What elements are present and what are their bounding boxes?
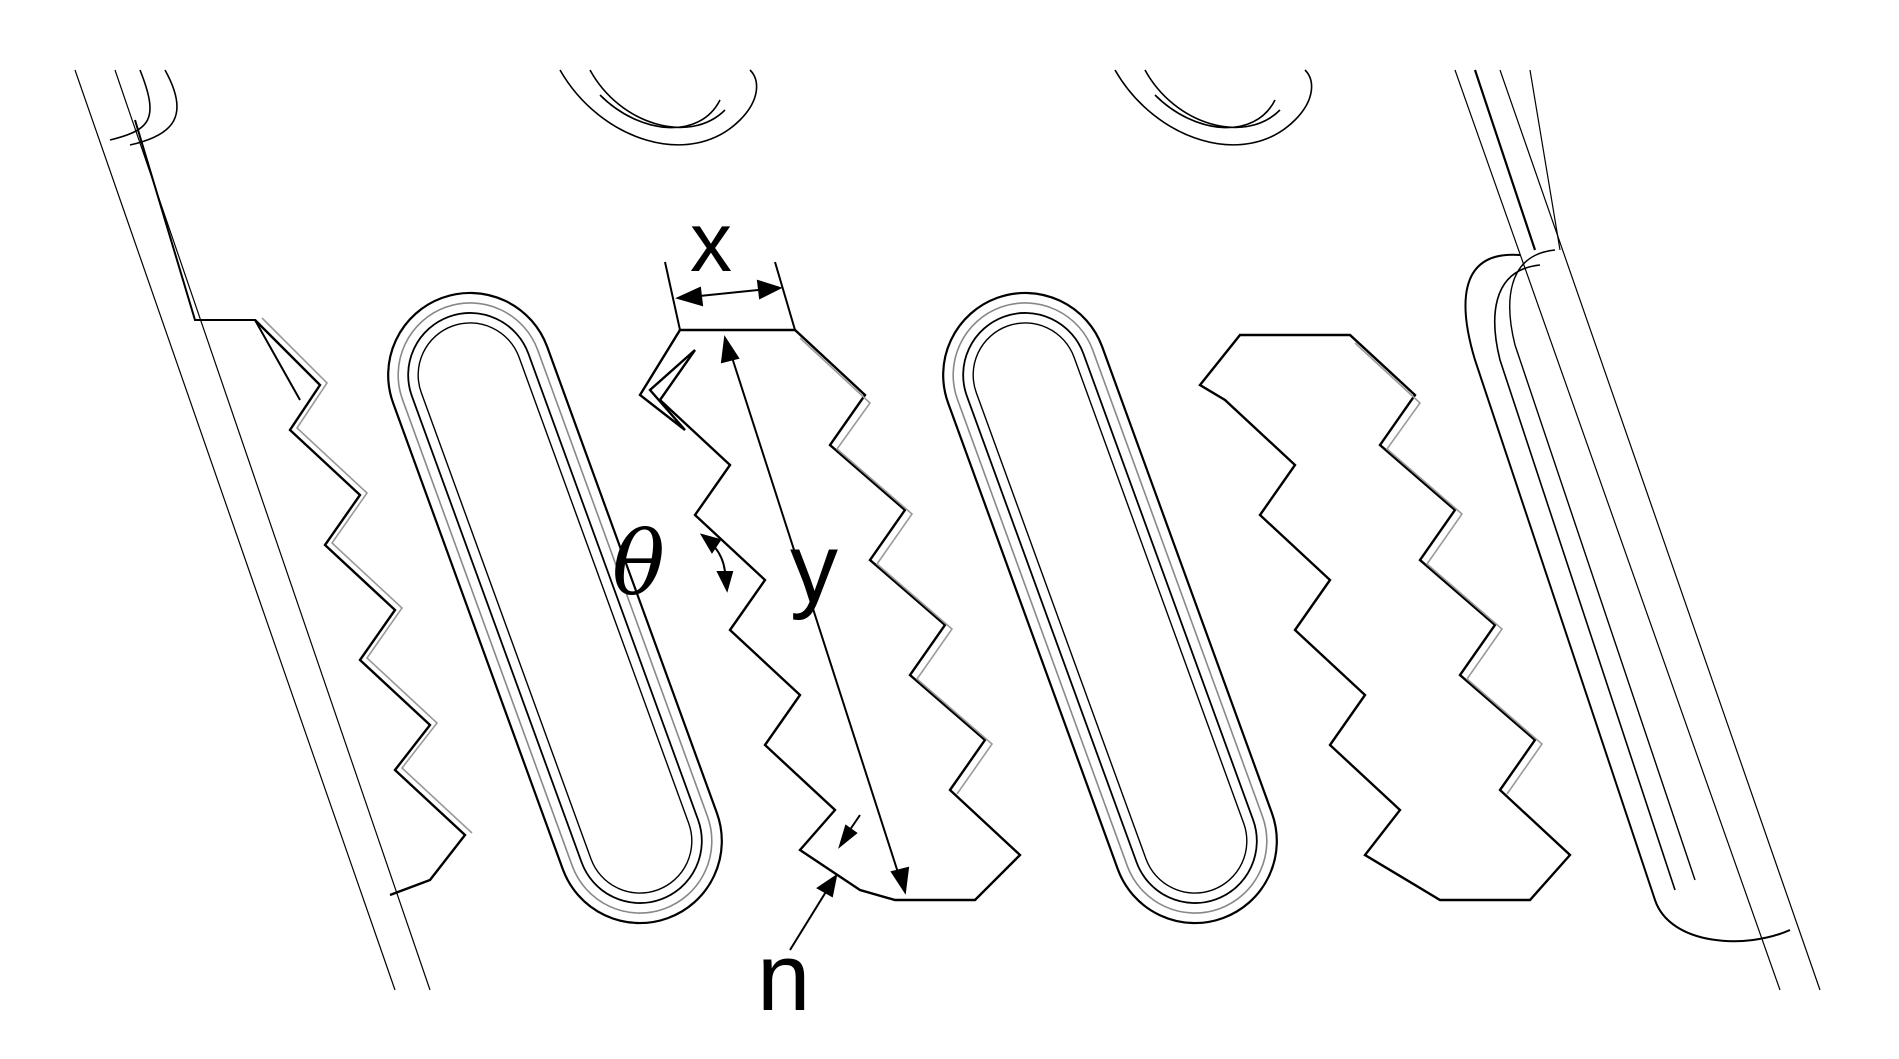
label-n: n: [757, 924, 811, 1031]
label-theta: θ: [612, 512, 665, 615]
dimension-y: [720, 335, 910, 895]
label-x: x: [690, 195, 732, 289]
slot-center: [918, 268, 1302, 948]
right-zigzag-fin: [1198, 333, 1572, 902]
dimension-n: [789, 814, 861, 951]
left-zigzag-edge: [254, 319, 467, 897]
slot-left: [363, 268, 747, 948]
label-y: y: [790, 514, 838, 621]
top-circle-center: [559, 69, 758, 146]
right-slot-and-boundary: [1454, 69, 1821, 991]
top-circle-right: [1114, 69, 1313, 146]
center-zigzag-fin: [638, 328, 1022, 902]
angle-theta: [699, 533, 734, 593]
top-circle-left: [109, 69, 178, 146]
left-boundary-lines: [74, 69, 431, 991]
dimension-x: [664, 261, 796, 331]
